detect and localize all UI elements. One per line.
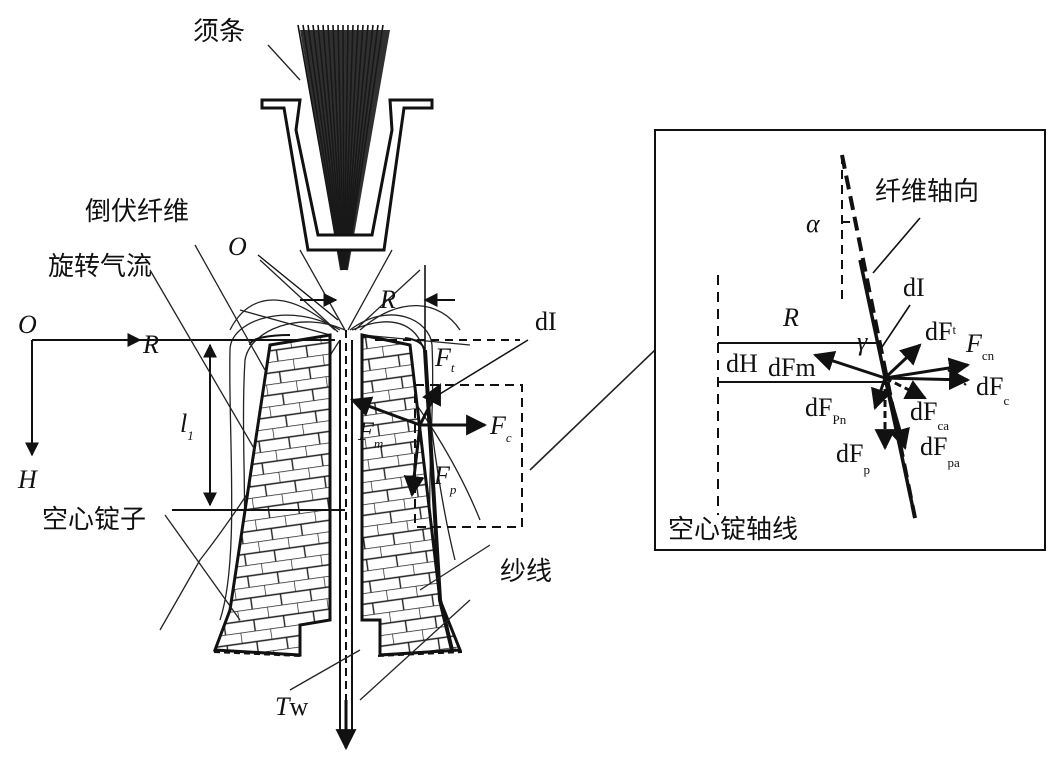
fcn-label: Fcn bbox=[965, 329, 995, 363]
spindle-axis-label: 空心锭轴线 bbox=[668, 515, 798, 545]
sliver-fibers bbox=[297, 24, 390, 271]
force-element-box bbox=[350, 339, 529, 528]
swirl-airflow-label: 旋转气流 bbox=[48, 252, 152, 282]
di-label: dI bbox=[535, 307, 557, 336]
hollow-spindle bbox=[212, 333, 463, 657]
dfm-label: dFm bbox=[768, 353, 816, 382]
left-coordinate-axes bbox=[25, 333, 520, 511]
l1-label: l1 bbox=[180, 409, 194, 443]
yarn-label: 纱线 bbox=[500, 557, 552, 587]
dh-label: dH bbox=[726, 349, 758, 378]
feed-nozzle bbox=[260, 98, 434, 252]
hollow-spindle-label: 空心锭子 bbox=[42, 505, 146, 535]
ft-label: Ft bbox=[434, 343, 455, 375]
origin-o-top: O bbox=[228, 232, 247, 261]
axis-h-label: H bbox=[17, 465, 38, 494]
alpha-label: α bbox=[806, 209, 821, 238]
inset-panel bbox=[654, 129, 1046, 551]
tw-label: Tw bbox=[275, 692, 308, 721]
sliver-label: 须条 bbox=[193, 17, 245, 47]
r-top-label: R bbox=[379, 285, 396, 314]
dfpa-label: dFpa bbox=[920, 432, 960, 470]
inset-r-label: R bbox=[782, 303, 799, 332]
r-dimension-top bbox=[257, 254, 455, 360]
dfpn-label: dFPn bbox=[805, 393, 847, 427]
fiber-axis-label: 纤维轴向 bbox=[875, 177, 979, 207]
fp-label: Fp bbox=[433, 461, 457, 497]
origin-o-left: O bbox=[18, 310, 37, 339]
leader-lines bbox=[149, 44, 656, 701]
dfca-label: dFca bbox=[910, 397, 949, 433]
dfc-label: dFc bbox=[976, 372, 1009, 408]
axis-r-label: R bbox=[142, 330, 159, 359]
dfp-label: dFp bbox=[836, 439, 870, 477]
fallen-fiber-label: 倒伏纤维 bbox=[85, 197, 189, 227]
fc-label: Fc bbox=[489, 411, 512, 445]
inset-di-label: dI bbox=[903, 273, 925, 302]
fm-label: Fm bbox=[357, 417, 383, 451]
dft-label: dFt bbox=[925, 317, 956, 346]
gamma-label: γ bbox=[857, 327, 868, 356]
